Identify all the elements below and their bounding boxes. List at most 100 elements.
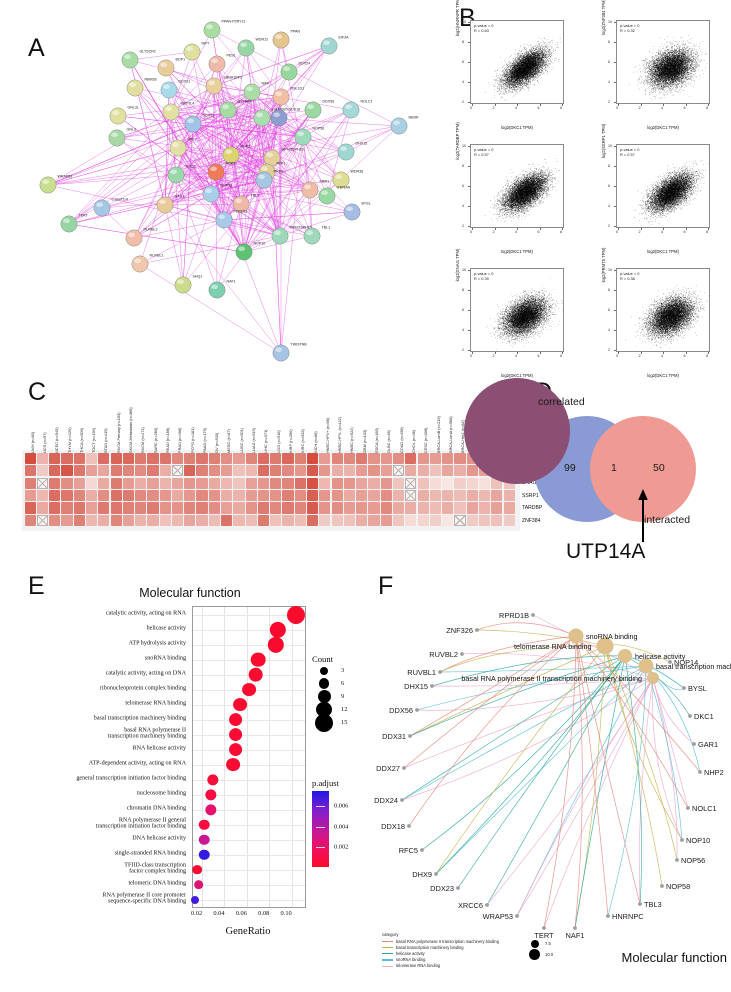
heatmap-cell[interactable]	[135, 514, 147, 527]
heatmap-cell[interactable]	[307, 502, 319, 514]
heatmap-cell[interactable]	[135, 502, 147, 514]
heatmap-cell[interactable]	[245, 452, 257, 464]
cnet-category-node[interactable]	[568, 628, 584, 644]
heatmap-cell[interactable]	[122, 477, 134, 489]
heatmap-cell[interactable]	[171, 477, 184, 489]
cnet-gene-node[interactable]	[407, 824, 411, 828]
heatmap-cell[interactable]	[466, 490, 478, 502]
heatmap-cell[interactable]	[331, 477, 343, 489]
heatmap-cell[interactable]	[98, 465, 110, 477]
ppi-node[interactable]: GNL3L	[109, 106, 139, 125]
heatmap-cell[interactable]	[73, 490, 85, 502]
heatmap-cell[interactable]	[159, 477, 171, 489]
ppi-node[interactable]: DDX56	[304, 100, 334, 119]
heatmap-cell[interactable]	[233, 502, 245, 514]
cnet-gene-node[interactable]	[668, 660, 672, 664]
heatmap-cell[interactable]	[61, 490, 73, 502]
heatmap-cell[interactable]	[319, 465, 331, 477]
heatmap-cell[interactable]	[356, 490, 368, 502]
heatmap-cell[interactable]	[442, 452, 454, 464]
heatmap-cell[interactable]	[429, 477, 442, 489]
ppi-node[interactable]: PES1	[208, 54, 236, 73]
heatmap-cell[interactable]	[282, 490, 294, 502]
ppi-node[interactable]: PPAN-P2RY11	[203, 20, 245, 39]
heatmap-cell[interactable]	[49, 477, 61, 489]
heatmap-cell[interactable]	[171, 502, 184, 514]
heatmap-cell[interactable]	[294, 465, 306, 477]
heatmap-cell[interactable]	[319, 490, 331, 502]
heatmap-cell[interactable]	[417, 452, 429, 464]
heatmap-cell[interactable]	[282, 477, 294, 489]
cnet-gene-node[interactable]	[434, 872, 438, 876]
heatmap-cell[interactable]	[380, 465, 392, 477]
cnet-gene-node[interactable]	[686, 806, 690, 810]
ppi-node[interactable]: KIAA0020	[253, 108, 288, 127]
heatmap-cell[interactable]	[442, 502, 454, 514]
heatmap-cell[interactable]	[36, 477, 49, 490]
ppi-node[interactable]: BYSL	[343, 202, 371, 221]
dotplot-point[interactable]	[198, 819, 210, 830]
heatmap-cell[interactable]	[49, 490, 61, 502]
heatmap-cell[interactable]	[85, 452, 98, 464]
heatmap-cell[interactable]	[405, 514, 417, 527]
heatmap-cell[interactable]	[319, 452, 331, 464]
heatmap-cell[interactable]	[503, 490, 515, 502]
heatmap-cell[interactable]	[221, 514, 233, 527]
heatmap-cell[interactable]	[331, 502, 343, 514]
dotplot-point[interactable]	[205, 788, 217, 801]
heatmap-cell[interactable]	[368, 477, 380, 489]
cnet-category-node[interactable]	[618, 649, 632, 663]
heatmap-cell[interactable]	[159, 502, 171, 514]
ppi-node[interactable]: WDR36	[332, 170, 363, 189]
heatmap-cell[interactable]	[307, 490, 319, 502]
ppi-node[interactable]: DDX21	[184, 114, 214, 133]
heatmap-cell[interactable]	[503, 502, 515, 514]
heatmap-cell[interactable]	[343, 502, 356, 514]
dotplot-point[interactable]	[198, 849, 210, 860]
heatmap-cell[interactable]	[405, 490, 417, 502]
heatmap-cell[interactable]	[319, 477, 331, 489]
cnet-gene-node[interactable]	[485, 903, 489, 907]
heatmap-cell[interactable]	[98, 514, 110, 527]
heatmap-cell[interactable]	[343, 452, 356, 464]
heatmap-cell[interactable]	[184, 452, 196, 464]
heatmap-cell[interactable]	[368, 490, 380, 502]
ppi-node[interactable]: DHX15	[337, 142, 367, 161]
heatmap-cell[interactable]	[356, 502, 368, 514]
heatmap-cell[interactable]	[331, 490, 343, 502]
heatmap-cell[interactable]	[257, 514, 270, 527]
heatmap-cell[interactable]	[147, 477, 159, 489]
heatmap-cell[interactable]	[245, 502, 257, 514]
heatmap-cell[interactable]	[245, 490, 257, 502]
cnet-gene-node[interactable]	[573, 926, 577, 930]
heatmap-cell[interactable]	[135, 490, 147, 502]
heatmap-cell[interactable]	[454, 490, 466, 502]
ppi-node[interactable]: DDX18	[270, 108, 300, 127]
heatmap-cell[interactable]	[319, 502, 331, 514]
heatmap-cell[interactable]	[478, 502, 491, 514]
ppi-node[interactable]: TBL1	[303, 226, 330, 245]
heatmap-cell[interactable]	[429, 452, 442, 464]
heatmap-cell[interactable]	[294, 490, 306, 502]
heatmap-cell[interactable]	[110, 490, 122, 502]
heatmap-cell[interactable]	[110, 465, 122, 477]
heatmap-cell[interactable]	[36, 502, 49, 514]
cnet-gene-node[interactable]	[408, 734, 412, 738]
heatmap-cell[interactable]	[85, 465, 98, 477]
heatmap-cell[interactable]	[184, 490, 196, 502]
heatmap-cell[interactable]	[442, 514, 454, 527]
heatmap-cell[interactable]	[319, 514, 331, 527]
heatmap-cell[interactable]	[233, 465, 245, 477]
heatmap-cell[interactable]	[196, 490, 208, 502]
ppi-node[interactable]: RPF2	[169, 138, 197, 157]
heatmap-cell[interactable]	[85, 502, 98, 514]
heatmap-cell[interactable]	[442, 465, 454, 477]
heatmap-cell[interactable]	[122, 465, 134, 477]
cnet-gene-node[interactable]	[682, 686, 686, 690]
heatmap-cell[interactable]	[466, 465, 478, 477]
heatmap-cell[interactable]	[61, 465, 73, 477]
cnet-gene-node[interactable]	[430, 684, 434, 688]
heatmap-cell[interactable]	[380, 514, 392, 527]
heatmap-cell[interactable]	[466, 514, 478, 527]
ppi-node[interactable]: NOP2	[207, 162, 235, 181]
